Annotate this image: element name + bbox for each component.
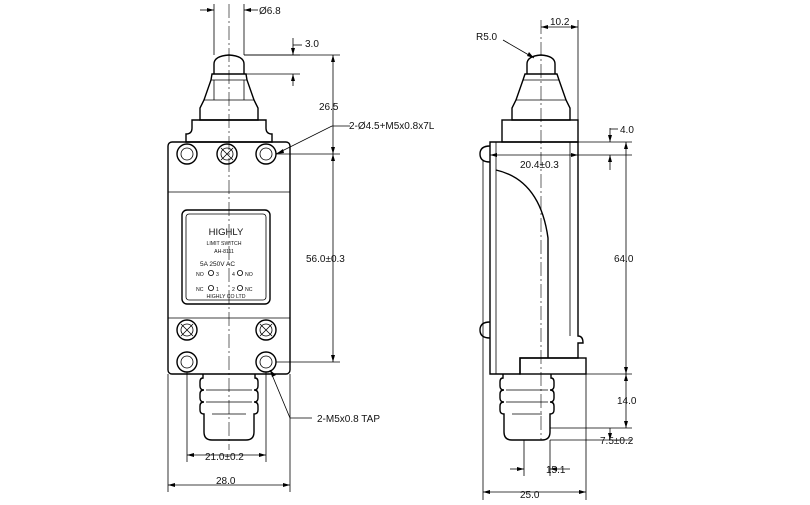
no-label-right: NO (245, 272, 253, 278)
terminal-2-icon (236, 284, 243, 291)
screw-bottom-left (176, 319, 198, 341)
dim-boot-height: 14.0 (617, 396, 637, 407)
nameplate-rating: 5A 250V AC (200, 261, 235, 268)
terminal-4-icon (236, 269, 243, 276)
tap-hole-right (255, 351, 277, 373)
mounting-hole-top-left (176, 143, 198, 165)
dim-boot-position: 15.1 (546, 465, 566, 476)
dim-boot-offset: 7.5±0.2 (600, 436, 634, 447)
dim-mounting-pitch: 56.0±0.3 (306, 254, 345, 265)
side-body (489, 141, 584, 375)
nameplate-brand: HIGHLY (209, 227, 244, 238)
callout-tap: 2-M5x0.8 TAP (317, 414, 380, 425)
terminal-3-icon (207, 269, 214, 276)
dim-tip-radius: R5.0 (476, 32, 498, 43)
cable-boot (199, 374, 259, 441)
terminal-1-icon (207, 284, 214, 291)
dim-hole-spacing: 21.0±0.2 (205, 452, 244, 463)
nc-label-left: NC (196, 287, 204, 293)
side-plunger-tip (526, 54, 556, 74)
tap-hole-left (176, 351, 198, 373)
screw-top (216, 143, 238, 165)
nc-terminal-left: 1 (216, 287, 219, 293)
no-terminal-left: 3 (216, 272, 219, 278)
front-view: HIGHLY LIMIT SWITCH AH-8111 5A 250V AC N… (167, 4, 435, 492)
nameplate-product: LIMIT SWITCH (206, 241, 241, 247)
callout-mounting-hole: 2-Ø4.5+M5x0.8x7L (349, 121, 435, 132)
nameplate-maker: HIGHLY CO LTD (207, 294, 246, 300)
no-terminal-right: 4 (232, 272, 235, 278)
dim-plunger-travel: 3.0 (305, 39, 319, 50)
no-label-left: NO (196, 272, 204, 278)
dim-head-width: 20.4±0.3 (520, 160, 559, 171)
nc-label-right: NC (245, 287, 253, 293)
dim-body-depth: 25.0 (520, 490, 540, 501)
dim-plunger-height: 26.5 (319, 102, 339, 113)
side-cover-curve (495, 169, 549, 358)
dim-body-width: 28.0 (216, 476, 236, 487)
side-cable-boot (499, 374, 555, 441)
plunger-tip (213, 54, 245, 74)
screw-bottom-right (255, 319, 277, 341)
mounting-hole-top-right (255, 143, 277, 165)
side-view: R5.0 10.2 4.0 20.4±0.3 64.0 14.0 (476, 17, 637, 501)
nameplate (181, 209, 271, 305)
dim-body-height: 64.0 (614, 254, 634, 265)
nc-terminal-right: 2 (232, 287, 235, 293)
dim-plunger-diameter: Ø6.8 (259, 6, 281, 17)
nameplate-model: AH-8111 (214, 249, 234, 255)
switch-body (167, 141, 291, 375)
dim-plunger-offset: 10.2 (550, 17, 570, 28)
dim-head-step: 4.0 (620, 125, 634, 136)
